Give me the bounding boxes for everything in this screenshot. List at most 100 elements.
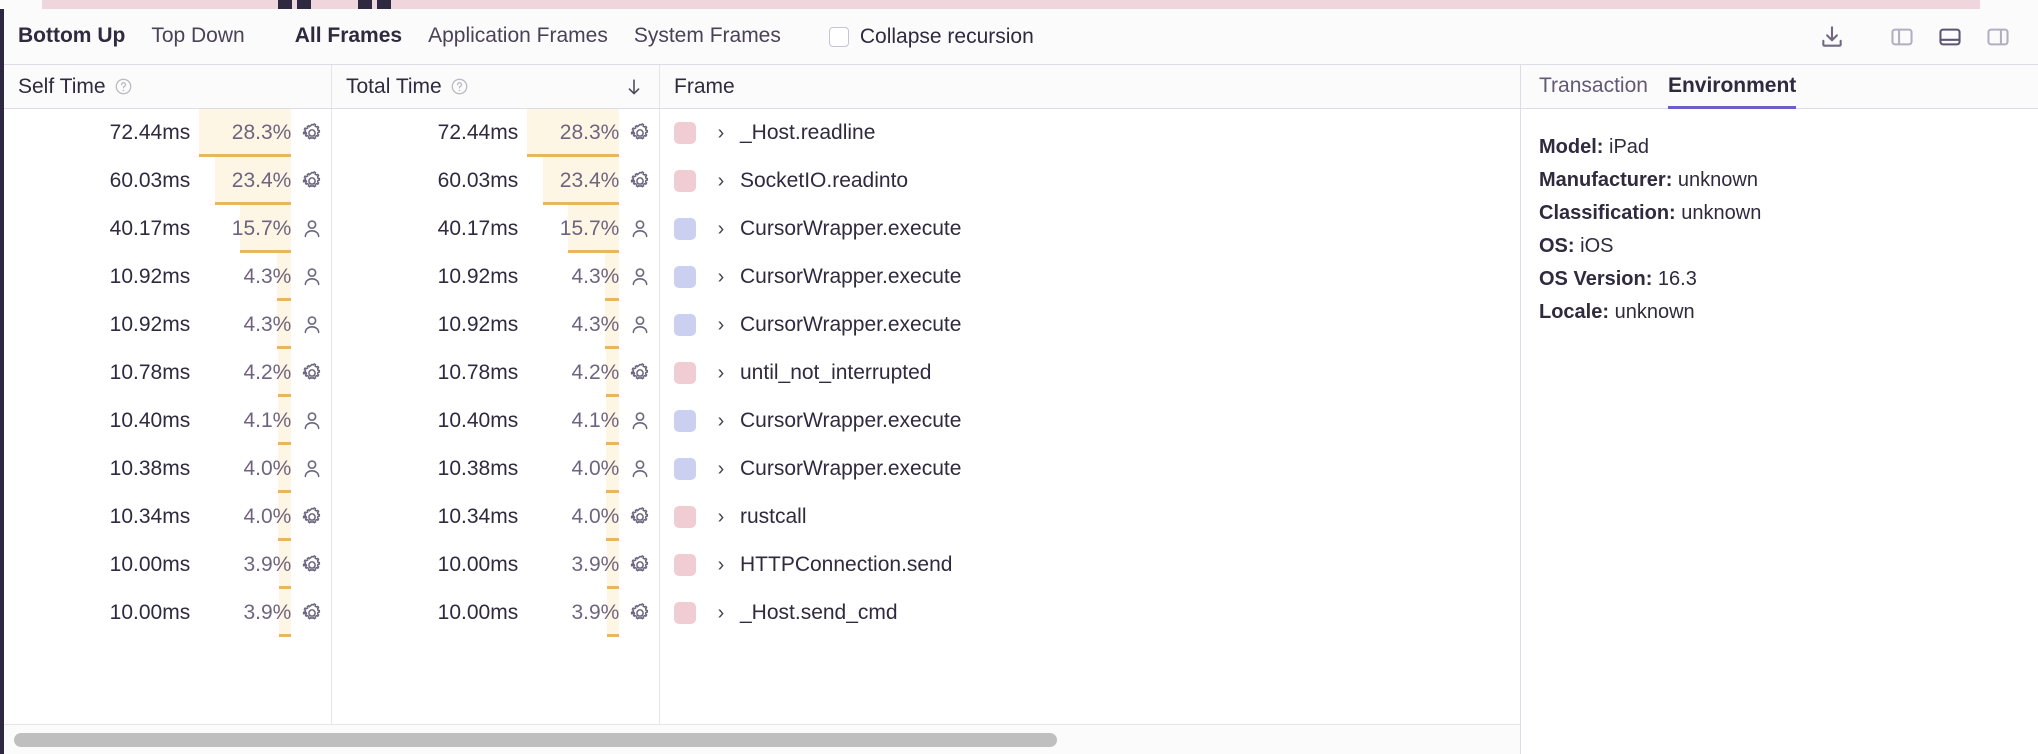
percentage-value: 4.0% xyxy=(243,457,292,480)
chevron-right-icon[interactable]: › xyxy=(717,169,725,192)
table-row[interactable]: ›rustcall xyxy=(660,493,1525,541)
table-row[interactable]: › CursorWrapper.execute xyxy=(660,445,1525,493)
person-icon[interactable] xyxy=(293,313,331,337)
chevron-right-icon[interactable]: › xyxy=(717,217,725,240)
table-row[interactable]: ›CursorWrapper.execute xyxy=(660,205,1525,253)
chevron-right-icon[interactable]: › xyxy=(717,121,725,144)
collapse-recursion-checkbox[interactable] xyxy=(828,26,849,47)
chevron-right-icon[interactable]: › xyxy=(717,313,725,336)
gear-icon[interactable] xyxy=(293,361,331,385)
duration-value: 40.17ms xyxy=(437,217,519,240)
chevron-right-icon[interactable]: › xyxy=(717,409,725,432)
percentage-bar xyxy=(278,493,292,541)
flamegraph-strip xyxy=(0,0,2038,9)
person-icon[interactable] xyxy=(621,457,659,481)
chevron-right-icon[interactable]: › xyxy=(717,553,725,576)
tab-environment-label: Environment xyxy=(1667,73,1797,97)
person-icon[interactable] xyxy=(621,409,659,433)
tab-top-down[interactable]: Top Down xyxy=(151,24,244,50)
gear-icon[interactable] xyxy=(621,169,659,193)
person-icon[interactable] xyxy=(293,217,331,241)
chevron-right-icon[interactable]: › xyxy=(717,457,725,480)
frame-name: _Host.readline xyxy=(740,121,876,144)
gear-icon[interactable] xyxy=(621,361,659,385)
collapse-recursion-toggle[interactable]: Collapse recursion xyxy=(828,25,1034,49)
frame-name: CursorWrapper.execute xyxy=(740,409,962,432)
panel-bottom-button[interactable] xyxy=(1928,19,1972,55)
filter-system-frames[interactable]: System Frames xyxy=(634,24,781,50)
table-row[interactable]: › _Host.readline xyxy=(660,109,1525,157)
percentage-cell: 4.0% xyxy=(528,445,620,493)
duration-value: 10.92ms xyxy=(109,265,191,288)
chevron-right-icon[interactable]: › xyxy=(717,265,725,288)
environment-value: 16.3 xyxy=(1652,268,1697,290)
column-header-frame-label: Frame xyxy=(674,74,735,98)
person-icon[interactable] xyxy=(293,265,331,289)
gear-icon[interactable] xyxy=(621,601,659,625)
table-row[interactable]: ›HTTPConnection.send xyxy=(660,541,1525,589)
tab-environment[interactable]: Environment xyxy=(1667,65,1797,109)
column-header-frame[interactable]: Frame xyxy=(660,65,1525,108)
download-button[interactable] xyxy=(1810,19,1854,55)
gear-icon[interactable] xyxy=(621,121,659,145)
table-row[interactable]: ›SocketIO.readinto xyxy=(660,157,1525,205)
frame-color-swatch xyxy=(674,410,696,432)
person-icon[interactable] xyxy=(621,217,659,241)
table-row[interactable]: › CursorWrapper.execute xyxy=(660,397,1525,445)
frame-column: ›_Host.readline›SocketIO.readinto›Cursor… xyxy=(660,109,1525,734)
chevron-right-icon[interactable]: › xyxy=(717,505,725,528)
panel-layout-group xyxy=(1880,19,2020,55)
column-header-self-time[interactable]: Self Time xyxy=(4,65,332,108)
person-icon[interactable] xyxy=(293,457,331,481)
chevron-right-icon[interactable]: › xyxy=(717,601,725,624)
help-icon[interactable] xyxy=(450,77,469,96)
percentage-value: 4.1% xyxy=(571,409,620,432)
table-row[interactable]: › until_not_interrupted xyxy=(660,349,1525,397)
person-icon[interactable] xyxy=(293,409,331,433)
person-icon[interactable] xyxy=(621,313,659,337)
frame-color-swatch xyxy=(674,554,696,576)
help-icon[interactable] xyxy=(114,77,133,96)
tab-transaction[interactable]: Transaction xyxy=(1539,65,1648,109)
panel-right-button[interactable] xyxy=(1976,19,2020,55)
percentage-cell: 15.7% xyxy=(200,205,292,253)
frame-name: CursorWrapper.execute xyxy=(740,313,962,336)
table-row[interactable]: › CursorWrapper.execute xyxy=(660,301,1525,349)
person-icon[interactable] xyxy=(621,265,659,289)
gear-icon[interactable] xyxy=(293,553,331,577)
horizontal-scrollbar[interactable] xyxy=(4,724,1525,754)
duration-value: 10.00ms xyxy=(109,601,191,624)
percentage-value: 4.3% xyxy=(571,265,620,288)
tab-bottom-up[interactable]: Bottom Up xyxy=(18,24,126,70)
frame-name: CursorWrapper.execute xyxy=(740,457,962,480)
duration-value: 10.38ms xyxy=(437,457,519,480)
gear-icon[interactable] xyxy=(293,121,331,145)
gear-icon[interactable] xyxy=(621,505,659,529)
percentage-bar xyxy=(215,157,292,205)
duration-value: 10.92ms xyxy=(437,265,519,288)
filter-application-frames[interactable]: Application Frames xyxy=(428,24,608,50)
horizontal-scrollbar-thumb[interactable] xyxy=(14,732,1057,747)
frame-name: until_not_interrupted xyxy=(740,361,932,384)
gear-icon[interactable] xyxy=(293,601,331,625)
frames-table: Self Time Total Time xyxy=(4,65,1525,754)
gear-icon[interactable] xyxy=(293,505,331,529)
table-row[interactable]: ›CursorWrapper.execute xyxy=(660,253,1525,301)
environment-row: OS Version: 16.3 xyxy=(1539,263,2016,296)
filter-all-frames[interactable]: All Frames xyxy=(294,24,403,70)
panel-left-button[interactable] xyxy=(1880,19,1924,55)
duration-value: 10.92ms xyxy=(109,313,191,336)
table-row[interactable]: ›_Host.send_cmd xyxy=(660,589,1525,637)
gear-icon[interactable] xyxy=(293,169,331,193)
column-header-total-time[interactable]: Total Time xyxy=(332,65,660,108)
duration-value: 10.34ms xyxy=(437,505,519,528)
gear-icon[interactable] xyxy=(621,553,659,577)
percentage-cell: 3.9% xyxy=(528,589,620,637)
chevron-right-icon[interactable]: › xyxy=(717,361,725,384)
percentage-cell: 4.2% xyxy=(200,349,292,397)
